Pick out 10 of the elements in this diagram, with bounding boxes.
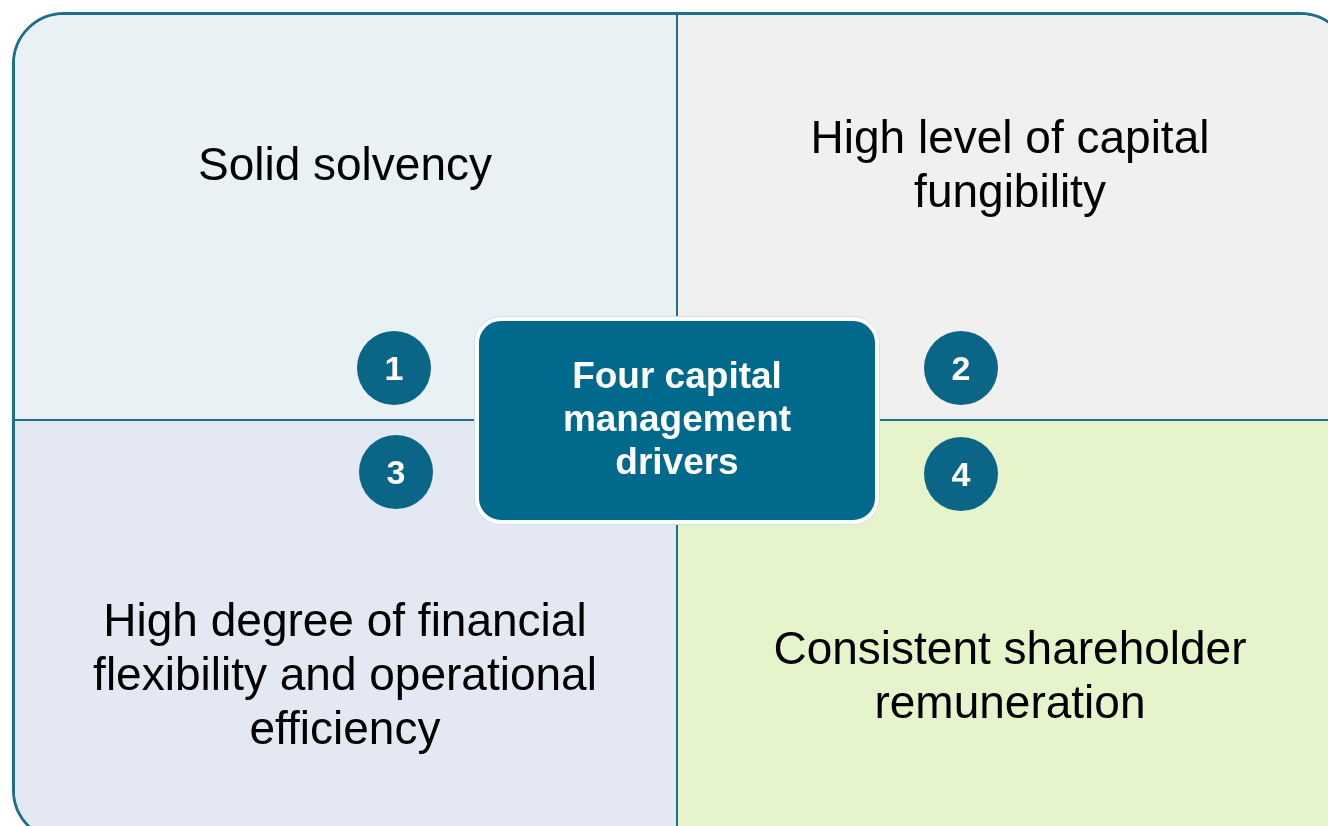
quadrant-title: Solid solvency	[196, 137, 493, 191]
quadrant-title: Consistent shareholder remuneration	[772, 621, 1248, 729]
quadrant-title: High level of capital fungibility	[809, 110, 1211, 218]
number-badge: 4	[924, 437, 998, 511]
center-box	[475, 317, 879, 524]
number-badge: 3	[359, 435, 433, 509]
center-title: Four capital management drivers	[561, 354, 793, 483]
number-badge: 1	[357, 331, 431, 405]
quadrant-title: High degree of financial flexibility and operational efficiency	[92, 593, 598, 755]
number-badge: 2	[924, 331, 998, 405]
